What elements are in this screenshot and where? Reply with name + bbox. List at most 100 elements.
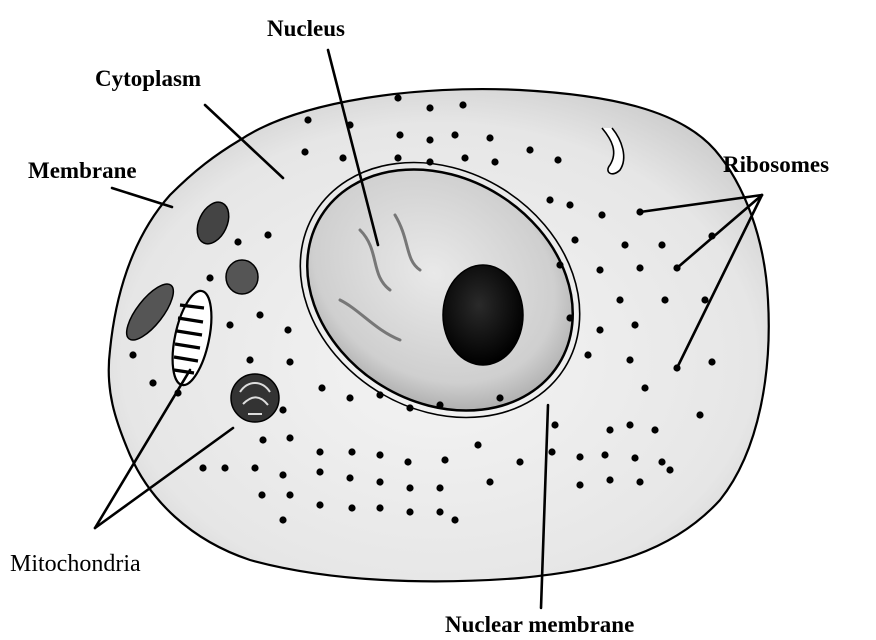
ribosome-dot bbox=[598, 211, 605, 218]
ribosome-dot bbox=[286, 491, 293, 498]
ribosome-dot bbox=[346, 474, 353, 481]
ribosome-dot bbox=[554, 156, 561, 163]
label-nucleus: Nucleus bbox=[267, 16, 345, 41]
ribosome-dot bbox=[548, 448, 555, 455]
ribosome-dot bbox=[696, 411, 703, 418]
ribosome-dot bbox=[346, 394, 353, 401]
label-mitochondria: Mitochondria bbox=[10, 551, 141, 577]
ribosome-dot bbox=[279, 406, 286, 413]
label-cytoplasm: Cytoplasm bbox=[95, 66, 201, 91]
ribosome-dot bbox=[631, 321, 638, 328]
ribosome-dot bbox=[708, 358, 715, 365]
ribosome-dot bbox=[658, 241, 665, 248]
nucleolus bbox=[443, 265, 523, 365]
ribosome-dot bbox=[316, 468, 323, 475]
ribosome-dot bbox=[221, 464, 228, 471]
ribosome-dot bbox=[584, 351, 591, 358]
ribosome-dot bbox=[666, 466, 673, 473]
ribosome-dot bbox=[404, 458, 411, 465]
ribosome-dot bbox=[626, 421, 633, 428]
ribosome-dot bbox=[658, 458, 665, 465]
ribosome-dot bbox=[316, 448, 323, 455]
ribosome-dot bbox=[641, 384, 648, 391]
ribosome-dot bbox=[426, 158, 433, 165]
mitochondrion bbox=[226, 260, 258, 294]
label-nuclear-membrane: Nuclear membrane bbox=[445, 612, 634, 637]
ribosome-dot bbox=[339, 154, 346, 161]
ribosome-dot bbox=[394, 94, 401, 101]
ribosome-dot bbox=[376, 504, 383, 511]
ribosome-dot bbox=[596, 326, 603, 333]
ribosome-dot bbox=[279, 516, 286, 523]
ribosome-dot bbox=[606, 476, 613, 483]
ribosome-dot bbox=[701, 296, 708, 303]
ribosome-dot bbox=[441, 456, 448, 463]
membrane-leader-line bbox=[112, 188, 172, 207]
ribosome-dot bbox=[661, 296, 668, 303]
ribosome-dot bbox=[284, 326, 291, 333]
ribosome-dot bbox=[426, 104, 433, 111]
ribosome-dot bbox=[651, 426, 658, 433]
ribosome-dot bbox=[246, 356, 253, 363]
ribosome-dot bbox=[406, 404, 413, 411]
ribosome-dot bbox=[376, 391, 383, 398]
ribosome-dot bbox=[348, 448, 355, 455]
ribosome-dot bbox=[436, 508, 443, 515]
ribosome-dot bbox=[286, 434, 293, 441]
ribosome-dot bbox=[474, 441, 481, 448]
ribosome-dot bbox=[526, 146, 533, 153]
ribosome-dot bbox=[631, 454, 638, 461]
ribosome-dot bbox=[556, 261, 563, 268]
ribosome-dot bbox=[451, 516, 458, 523]
ribosome-dot bbox=[376, 478, 383, 485]
ribosome-dot bbox=[301, 148, 308, 155]
ribosome-dot bbox=[206, 274, 213, 281]
ribosome-dot bbox=[348, 504, 355, 511]
ribosome-dot bbox=[636, 478, 643, 485]
ribosome-dot bbox=[606, 426, 613, 433]
ribosome-dot bbox=[491, 158, 498, 165]
ribosome-dot bbox=[496, 394, 503, 401]
ribosome-dot bbox=[621, 241, 628, 248]
ribosome-dot bbox=[199, 464, 206, 471]
ribosome-dot bbox=[571, 236, 578, 243]
ribosome-dot bbox=[566, 314, 573, 321]
ribosome-dot bbox=[406, 508, 413, 515]
ribosome-dot bbox=[616, 296, 623, 303]
ribosome-dot bbox=[459, 101, 466, 108]
ribosome-dot bbox=[129, 351, 136, 358]
ribosome-dot bbox=[149, 379, 156, 386]
ribosome-dot bbox=[461, 154, 468, 161]
ribosome-dot bbox=[546, 196, 553, 203]
ribosome-dot bbox=[576, 453, 583, 460]
ribosome-dot bbox=[394, 154, 401, 161]
ribosome-dot bbox=[376, 451, 383, 458]
ribosome-dot bbox=[318, 384, 325, 391]
ribosome-dot bbox=[226, 321, 233, 328]
ribosome-dot bbox=[258, 491, 265, 498]
ribosome-dot bbox=[234, 238, 241, 245]
ribosome-dot bbox=[264, 231, 271, 238]
ribosome-dot bbox=[576, 481, 583, 488]
ribosome-dot bbox=[251, 464, 258, 471]
label-ribosomes: Ribosomes bbox=[723, 152, 829, 177]
ribosome-dot bbox=[626, 356, 633, 363]
ribosome-dot bbox=[516, 458, 523, 465]
ribosome-dot bbox=[596, 266, 603, 273]
ribosome-dot bbox=[601, 451, 608, 458]
ribosome-dot bbox=[259, 436, 266, 443]
ribosome-dot bbox=[436, 401, 443, 408]
ribosome-dot bbox=[486, 134, 493, 141]
ribosome-dot bbox=[436, 484, 443, 491]
ribosome-dot bbox=[256, 311, 263, 318]
label-membrane: Membrane bbox=[28, 158, 137, 183]
ribosome-dot bbox=[486, 478, 493, 485]
ribosome-dot bbox=[426, 136, 433, 143]
mitochondrion bbox=[231, 374, 279, 422]
ribosome-dot bbox=[316, 501, 323, 508]
ribosome-dot bbox=[636, 264, 643, 271]
ribosome-dot bbox=[551, 421, 558, 428]
ribosome-dot bbox=[566, 201, 573, 208]
ribosome-dot bbox=[396, 131, 403, 138]
